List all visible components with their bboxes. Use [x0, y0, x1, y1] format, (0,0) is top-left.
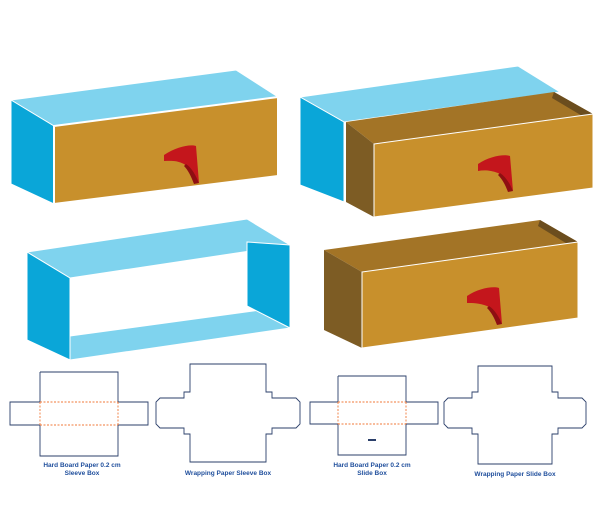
sleeve-side-panel	[299, 96, 345, 203]
caption-subtitle: Sleeve Box	[64, 470, 100, 477]
dieline-slide-hardboard	[309, 375, 439, 456]
dieline-sleeve-wrapping	[155, 363, 301, 463]
dieline-cut-outline	[309, 375, 439, 456]
dieline-slide-wrapping	[443, 365, 587, 465]
sleeve-right-panel	[246, 241, 291, 329]
ribbon-pull	[164, 145, 199, 183]
tray-front-face	[53, 95, 279, 206]
dieline-sleeve-hardboard	[9, 371, 149, 457]
caption-title: Hard Board Paper 0.2 cm	[333, 462, 411, 469]
tray-box	[324, 220, 579, 349]
tray-inner-back	[346, 92, 593, 144]
caption-title: Wrapping Paper Sleeve Box	[184, 470, 272, 477]
closed-sleeve-box	[9, 69, 280, 206]
caption-subtitle: Slide Box	[357, 470, 387, 477]
dieline-caption-sleeve-hardboard: Hard Board Paper 0.2 cm Sleeve Box	[12, 462, 152, 478]
sleeve-bottom-panel	[69, 305, 291, 361]
tray-inner-right	[538, 220, 578, 248]
dieline-caption-slide-hardboard: Hard Board Paper 0.2 cm Slide Box	[302, 462, 442, 478]
ribbon-shadow	[487, 306, 502, 325]
dieline-caption-sleeve-wrapping: Wrapping Paper Sleeve Box	[158, 470, 298, 478]
open-sleeve-box	[298, 65, 594, 218]
tray-left-side	[324, 250, 362, 348]
dieline-cut-outline	[155, 363, 301, 463]
ribbon-pull	[478, 155, 513, 191]
tray-inner-back	[324, 220, 578, 272]
dieline-cut-outline	[443, 365, 587, 465]
caption-title: Hard Board Paper 0.2 cm	[43, 462, 121, 469]
dieline-cut-outline	[9, 371, 149, 457]
tray-inner-right	[552, 92, 593, 120]
empty-sleeve	[25, 218, 292, 361]
tray-left-side	[346, 122, 374, 217]
ribbon-shadow	[498, 173, 513, 192]
sleeve-left-panel	[26, 251, 71, 361]
ribbon-pull	[467, 287, 502, 324]
caption-title: Wrapping Paper Slide Box	[474, 471, 556, 478]
dieline-caption-slide-wrapping: Wrapping Paper Slide Box	[445, 471, 585, 479]
ribbon-shadow	[184, 164, 199, 184]
